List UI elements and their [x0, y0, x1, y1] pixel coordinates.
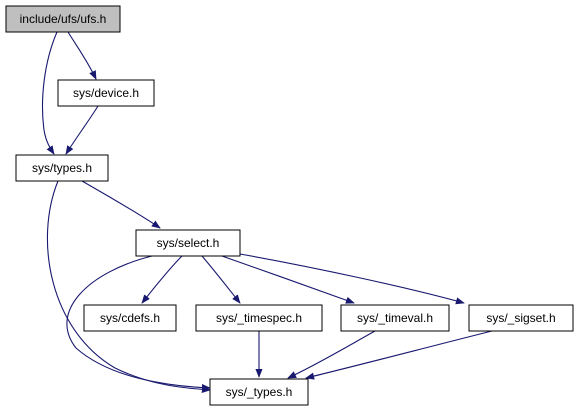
node-sys-_types-h[interactable]: sys/_types.h — [209, 378, 309, 406]
edge-select-to-timeval — [221, 255, 355, 304]
node-sys-types-h[interactable]: sys/types.h — [15, 154, 109, 182]
node-sys-device-h[interactable]: sys/device.h — [57, 79, 155, 107]
node-label: sys/_timeval.h — [357, 311, 433, 325]
edge-select-to-_types — [66, 255, 211, 392]
edge-ufs-to-types — [41, 31, 58, 155]
edge-select-to-cdefs — [141, 255, 183, 304]
edge-select-to-timespec — [201, 255, 241, 304]
node-label: sys/types.h — [32, 161, 92, 175]
node-label: sys/_timespec.h — [216, 311, 302, 325]
node-label: sys/device.h — [73, 86, 139, 100]
node-label: sys/_sigset.h — [486, 311, 555, 325]
node-sys-sigset-h[interactable]: sys/_sigset.h — [468, 304, 574, 332]
edge-device-to-types — [65, 105, 99, 155]
node-label: sys/select.h — [157, 236, 220, 250]
node-label: include/ufs/ufs.h — [20, 12, 107, 26]
edge-types-to-_types — [46, 180, 211, 394]
node-sys-timeval-h[interactable]: sys/_timeval.h — [340, 304, 450, 332]
edge-timeval-to-_types — [287, 330, 376, 379]
node-sys-timespec-h[interactable]: sys/_timespec.h — [195, 304, 323, 332]
edge-types-to-select — [81, 180, 161, 229]
node-sys-cdefs-h[interactable]: sys/cdefs.h — [83, 304, 177, 332]
nodes-layer: include/ufs/ufs.h sys/device.h sys/types… — [5, 5, 574, 406]
node-sys-select-h[interactable]: sys/select.h — [135, 229, 241, 257]
node-label: sys/cdefs.h — [100, 311, 160, 325]
edges-layer — [41, 31, 493, 394]
edge-select-to-sigset — [239, 253, 465, 305]
node-include-ufs-ufs-h[interactable]: include/ufs/ufs.h — [5, 5, 121, 33]
edge-ufs-to-device — [67, 31, 97, 80]
node-label: sys/_types.h — [226, 385, 293, 399]
edge-sigset-to-_types — [305, 330, 493, 380]
